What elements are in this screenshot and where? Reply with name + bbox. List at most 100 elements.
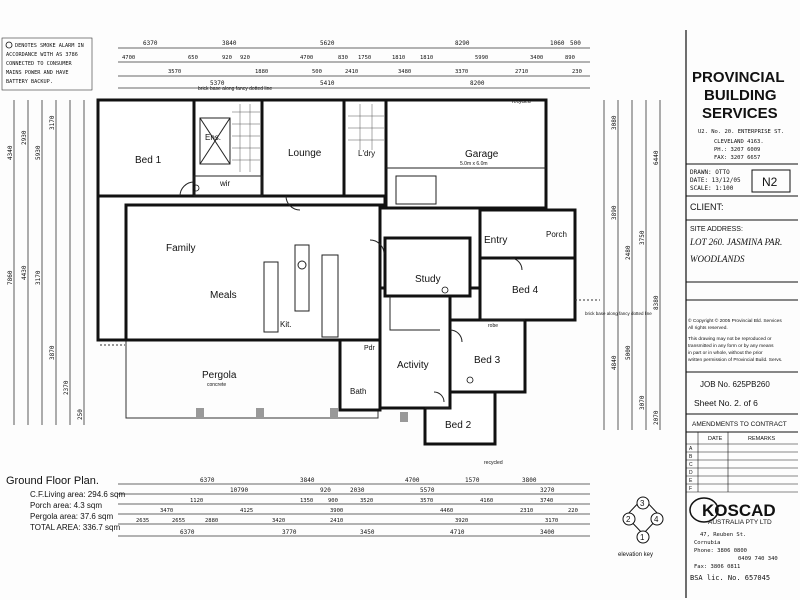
dim-bot5-4: 2410 [330, 518, 343, 524]
copyright-5: written permission of Provincial Build. … [688, 357, 782, 363]
copyright-0: © Copyright © 2005 Provincial Bld. Servi… [688, 317, 782, 324]
dim-left-5: 4430 [21, 265, 28, 280]
koscad-addr-0: 47, Reuben St. [700, 532, 746, 538]
address-3: FAX: 3207 6657 [714, 155, 760, 161]
dim-left-7: 3870 [49, 345, 56, 360]
brick-base-note: brick base along fancy dotted line [198, 86, 272, 92]
room-pergola: Pergola [202, 370, 237, 381]
dim-bot5-0: 2635 [136, 518, 149, 524]
dim-bot2-0: 10790 [230, 487, 248, 494]
dim-top4-0: 5370 [210, 80, 225, 87]
dim-top2-4: 4700 [300, 55, 313, 61]
top-dimensions: 6370 3840 5620 8290 1060 500 4700 650 92… [118, 40, 590, 89]
dim-bot2-3: 5570 [420, 487, 435, 494]
site-line-0: LOT 260. JASMINA PAR. [689, 237, 782, 247]
dim-bot3-3: 3520 [360, 498, 373, 504]
dim-top4-2: 8200 [470, 80, 485, 87]
room-family: Family [166, 243, 195, 254]
recycled-note-top: recycled [512, 99, 531, 105]
dim-top3-1: 1880 [255, 69, 268, 75]
smoke-alarm-icon [5, 41, 13, 49]
address-2: PH.: 3207 6009 [714, 147, 760, 153]
dim-left-1: 2930 [21, 130, 28, 145]
dim-bot1-1: 3840 [300, 477, 315, 484]
dim-top2-10: 3400 [530, 55, 543, 61]
dim-bot5-1: 2655 [172, 518, 185, 524]
dim-bot5-2: 2880 [205, 518, 218, 524]
dim-top3-7: 230 [572, 69, 582, 75]
dim-top3-2: 500 [312, 69, 322, 75]
bottom-dimensions: 6370 3840 4700 1570 3800 10790 920 2030 … [118, 477, 590, 537]
elev-mark-4: 4 [654, 515, 659, 524]
amend-col-date: DATE [708, 436, 723, 442]
dim-bot2-1: 920 [320, 487, 331, 494]
dim-bot5-3: 3420 [272, 518, 285, 524]
note-line-4: BATTERY BACKUP. [6, 79, 53, 85]
dim-bot3-2: 900 [328, 498, 338, 504]
dim-bot3-6: 3740 [540, 498, 553, 504]
dim-bot1-4: 3800 [522, 477, 537, 484]
garage-walls [384, 98, 548, 210]
company-line-2: SERVICES [702, 105, 778, 122]
amend-row-f: F [689, 486, 692, 492]
drawing-scale: SCALE: 1:100 [690, 185, 734, 192]
dim-top2-3: 920 [240, 55, 250, 61]
room-bed4: Bed 4 [512, 285, 539, 296]
note-line-1: ACCORDANCE WITH AS 3786 [6, 52, 78, 58]
room-robe: robe [488, 323, 498, 329]
plan-title: Ground Floor Plan. [6, 475, 99, 487]
room-bath: Bath [350, 387, 366, 396]
bed1-walls [96, 98, 196, 198]
dim-left-9: 250 [77, 409, 84, 420]
dim-top1-2: 5620 [320, 40, 335, 47]
dim-bot3-5: 4160 [480, 498, 493, 504]
dim-right-5: 8380 [653, 295, 660, 310]
copyright-4: in part or in whole, without the prior [688, 350, 763, 356]
activity-walls [378, 286, 452, 410]
dim-right-9: 2070 [653, 410, 660, 425]
room-bed1: Bed 1 [135, 155, 162, 166]
bed3-walls [448, 318, 527, 394]
dim-left-2: 5930 [35, 145, 42, 160]
elev-mark-2: 2 [626, 515, 631, 524]
amend-row-b: B [689, 454, 693, 460]
dim-top3-5: 3370 [455, 69, 468, 75]
dim-top1-3: 8290 [455, 40, 470, 47]
amendments-title: AMENDMENTS TO CONTRACT [692, 421, 787, 428]
elev-mark-3: 3 [640, 499, 645, 508]
bsa-licence: BSA lic. No. 657045 [690, 574, 770, 582]
area-line-2: Pergola area: 37.6 sqm [30, 512, 113, 521]
dim-top2-0: 4700 [122, 55, 135, 61]
bath-walls [338, 338, 382, 412]
koscad-addr-2: Phone: 3806 0800 [694, 548, 747, 554]
dim-top2-1: 650 [188, 55, 198, 61]
dim-top3-3: 2410 [345, 69, 358, 75]
brick-base-note-right: brick base along fancy dotted line [585, 311, 652, 316]
dim-bot6-0: 6370 [180, 529, 195, 536]
porch-walls [478, 208, 577, 260]
dim-top1-0: 6370 [143, 40, 158, 47]
room-study: Study [415, 274, 441, 285]
dim-right-2: 3890 [611, 205, 618, 220]
amend-col-remarks: REMARKS [748, 436, 776, 442]
elev-mark-1: 1 [640, 533, 645, 542]
room-laundry: L'dry [358, 149, 375, 158]
address-0: U2. No. 20. ENTERPRISE ST. [698, 129, 784, 135]
title-block: PROVINCIAL BUILDING SERVICES U2. No. 20.… [685, 30, 798, 598]
elevation-key-label: elevation key [618, 552, 653, 558]
dim-bot1-2: 4700 [405, 477, 420, 484]
dim-left-8: 2370 [63, 380, 70, 395]
room-bed2: Bed 2 [445, 420, 472, 431]
dim-top2-6: 1750 [358, 55, 371, 61]
dim-top2-9: 5990 [475, 55, 488, 61]
dim-bot6-1: 3770 [282, 529, 297, 536]
koscad-name: KOSCAD [702, 501, 776, 520]
dim-bot6-3: 4710 [450, 529, 465, 536]
room-garage: Garage [465, 149, 499, 160]
dim-right-6: 5000 [625, 345, 632, 360]
recycled-note-bottom: recycled [484, 460, 503, 466]
dim-top2-8: 1810 [420, 55, 433, 61]
company-line-0: PROVINCIAL [692, 69, 785, 86]
dim-top2-11: 890 [565, 55, 575, 61]
